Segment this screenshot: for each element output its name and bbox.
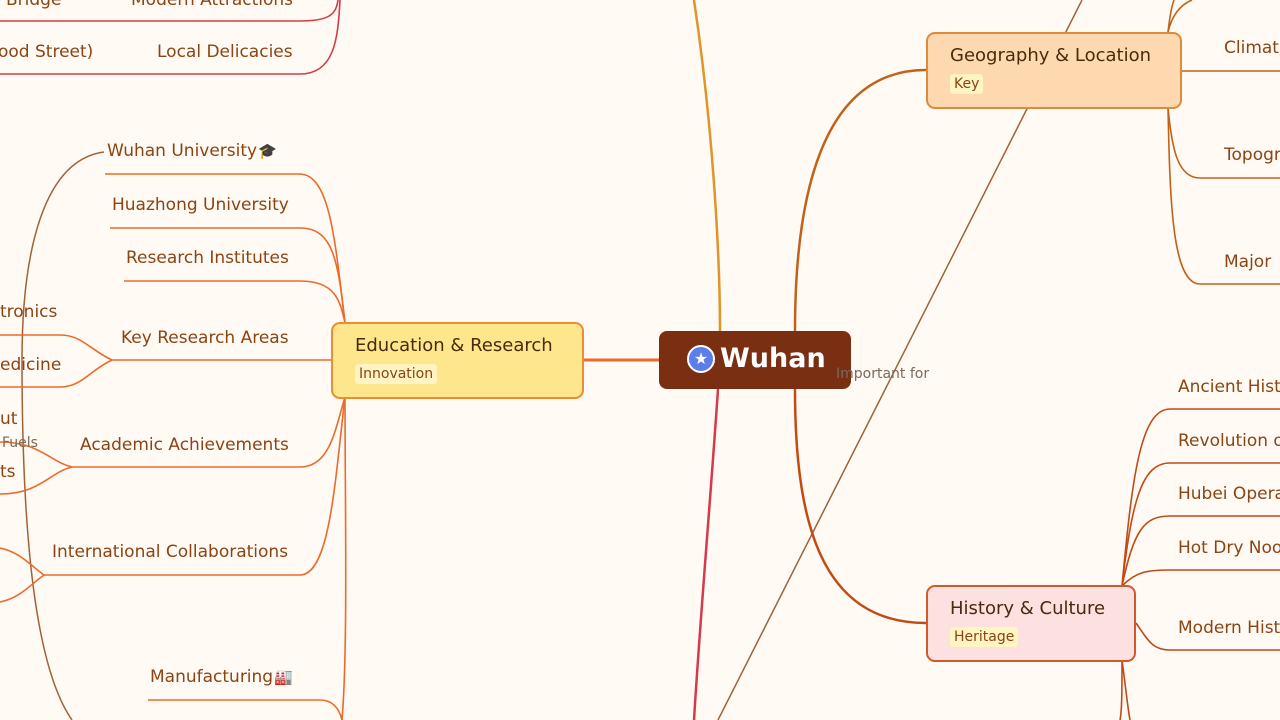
topic-climate[interactable]: Climat (1224, 38, 1279, 58)
branch-tag: Innovation (355, 364, 438, 384)
topic-international-collaborations[interactable]: International Collaborations (52, 542, 289, 562)
graduation-cap-icon: 🎓 (258, 142, 277, 160)
topic-results[interactable]: ts (0, 462, 16, 482)
topic-wuhan-university[interactable]: Wuhan University🎓 (107, 140, 277, 162)
topic-output[interactable]: ut (0, 409, 18, 429)
topic-hubei-opera[interactable]: Hubei Opera (1178, 484, 1280, 504)
topic-modern-attractions[interactable]: Modern Attractions (131, 0, 294, 10)
branch-tag: Heritage (950, 627, 1019, 647)
relation-label-important-for: Important for (836, 366, 930, 382)
branch-title: Geography & Location (950, 45, 1151, 66)
branch-education-research[interactable]: Education & Research Innovation (331, 322, 584, 399)
topic-food-street[interactable]: ood Street) (0, 42, 94, 62)
topic-huazhong-university[interactable]: Huazhong University (112, 195, 289, 215)
history-branch-line (793, 388, 927, 625)
topic-manufacturing[interactable]: Manufacturing🏭 (150, 666, 293, 688)
relation-label-fuels: Fuels (2, 435, 38, 451)
top-branch-line (692, 0, 722, 332)
topic-label: Manufacturing (150, 667, 274, 687)
branch-title: Education & Research (355, 335, 553, 356)
branch-tag: Key (950, 74, 984, 94)
topic-major[interactable]: Major (1224, 252, 1272, 272)
topic-electronics[interactable]: tronics (0, 302, 58, 322)
geography-topic-lines (1167, 0, 1280, 285)
branch-title: History & Culture (950, 598, 1106, 619)
topic-modern-history[interactable]: Modern Hist (1178, 618, 1280, 638)
topic-academic-achievements[interactable]: Academic Achievements (80, 435, 289, 455)
topic-topography[interactable]: Topogr (1224, 145, 1280, 165)
topic-research-institutes[interactable]: Research Institutes (126, 248, 289, 268)
central-topic-title: Wuhan (720, 343, 826, 374)
factory-icon: 🏭 (274, 668, 293, 686)
branch-geography-location[interactable]: Geography & Location Key (926, 32, 1182, 109)
important-for-relation-line (717, 0, 1083, 720)
topic-label: Wuhan University (107, 141, 258, 161)
branch-history-culture[interactable]: History & Culture Heritage (926, 585, 1136, 662)
attractions-topic-lines (0, 0, 341, 75)
topic-revolution[interactable]: Revolution o (1178, 431, 1280, 451)
fuels-relation-line (21, 151, 105, 720)
bottom-branch-line (692, 388, 720, 720)
topic-bridge[interactable]: Bridge (6, 0, 62, 10)
topic-local-delicacies[interactable]: Local Delicacies (157, 42, 293, 62)
central-topic-wuhan[interactable]: ★ Wuhan (659, 331, 851, 389)
topic-key-research-areas[interactable]: Key Research Areas (121, 328, 289, 348)
history-topic-lines (1119, 408, 1280, 720)
star-icon: ★ (687, 345, 715, 373)
education-topic-lines (0, 173, 347, 720)
topic-medicine[interactable]: edicine (0, 355, 62, 375)
topic-hot-dry-noodles[interactable]: Hot Dry Noo (1178, 538, 1280, 558)
topic-ancient-history[interactable]: Ancient Hist (1178, 377, 1280, 397)
geography-branch-line (793, 68, 927, 332)
